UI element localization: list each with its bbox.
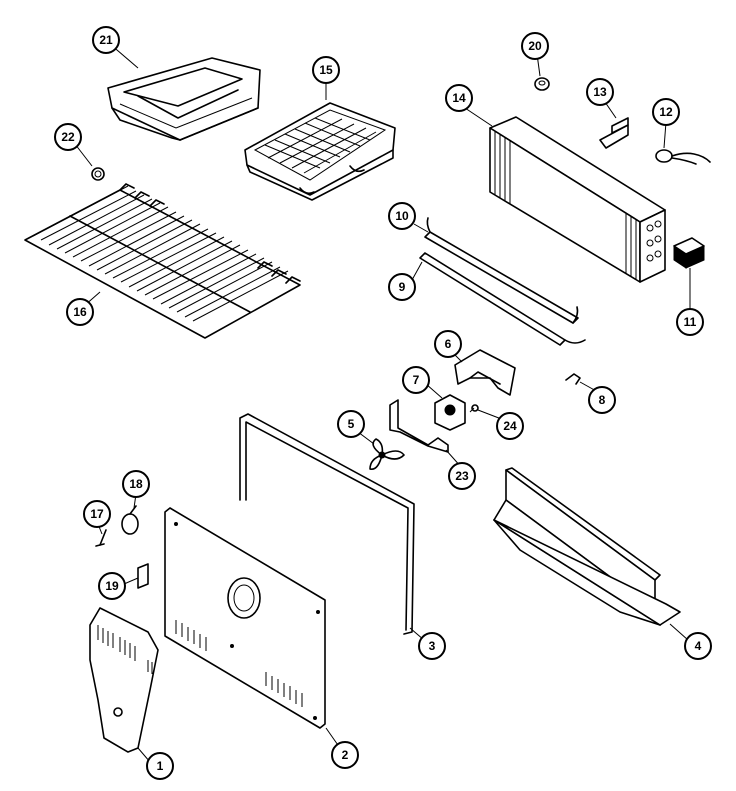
callout-4-label: 4 — [695, 639, 702, 653]
part-14-evaporator — [489, 116, 666, 283]
part-1-grille — [89, 607, 159, 753]
callout-15: 15 — [312, 56, 340, 84]
part-9-heater-rod — [419, 252, 586, 346]
callout-4: 4 — [684, 632, 712, 660]
callout-1-label: 1 — [157, 759, 164, 773]
part-20-grommet — [534, 77, 550, 91]
part-7-fan-motor — [434, 394, 466, 431]
callout-23-label: 23 — [455, 469, 469, 483]
callout-18: 18 — [122, 470, 150, 498]
callout-15-label: 15 — [319, 63, 333, 77]
callout-2-label: 2 — [342, 748, 349, 762]
part-3-gasket — [239, 413, 415, 635]
part-23-bracket — [389, 399, 449, 453]
callout-6: 6 — [434, 330, 462, 358]
part-11-relay — [673, 237, 705, 269]
callout-20-label: 20 — [528, 39, 542, 53]
callout-13-label: 13 — [593, 85, 607, 99]
callout-20: 20 — [521, 32, 549, 60]
callout-7-label: 7 — [413, 373, 420, 387]
callout-8: 8 — [588, 386, 616, 414]
callout-7: 7 — [402, 366, 430, 394]
callout-21: 21 — [92, 26, 120, 54]
part-6-bracket — [454, 349, 516, 396]
callout-3: 3 — [418, 632, 446, 660]
callout-13: 13 — [586, 78, 614, 106]
callout-2: 2 — [331, 741, 359, 769]
callout-16-label: 16 — [73, 305, 87, 319]
callout-19: 19 — [98, 572, 126, 600]
callout-9-label: 9 — [399, 280, 406, 294]
callout-17: 17 — [83, 500, 111, 528]
part-22-knob — [91, 167, 105, 181]
part-16-wire-shelf — [24, 183, 301, 339]
part-21-tray — [107, 57, 261, 141]
callout-22-label: 22 — [61, 130, 75, 144]
callout-3-label: 3 — [429, 639, 436, 653]
part-15-ice-tray — [244, 102, 396, 201]
callout-23: 23 — [448, 462, 476, 490]
callout-9: 9 — [388, 273, 416, 301]
callout-19-label: 19 — [105, 579, 119, 593]
callout-5: 5 — [337, 410, 365, 438]
callout-5-label: 5 — [348, 417, 355, 431]
part-5-fan-blade — [369, 438, 405, 471]
callout-18-label: 18 — [129, 477, 143, 491]
callout-10: 10 — [388, 202, 416, 230]
callout-12: 12 — [652, 98, 680, 126]
callout-24: 24 — [496, 412, 524, 440]
callout-11: 11 — [676, 308, 704, 336]
callout-11-label: 11 — [684, 315, 697, 329]
part-2-panel — [164, 507, 326, 729]
callout-16: 16 — [66, 298, 94, 326]
callout-10-label: 10 — [395, 209, 409, 223]
callout-21-label: 21 — [99, 33, 113, 47]
part-19-block — [137, 563, 149, 589]
callout-24-label: 24 — [503, 419, 517, 433]
part-4-trough — [493, 467, 681, 626]
callout-6-label: 6 — [445, 337, 452, 351]
callout-22: 22 — [54, 123, 82, 151]
part-13-bracket — [599, 117, 629, 149]
part-10-heater — [424, 217, 579, 324]
callout-12-label: 12 — [659, 105, 673, 119]
part-17-screw — [95, 529, 107, 547]
callout-14: 14 — [445, 84, 473, 112]
part-8-clip — [565, 373, 581, 385]
callout-1: 1 — [146, 752, 174, 780]
callout-17-label: 17 — [90, 507, 104, 521]
part-12-thermostat — [655, 149, 711, 165]
callout-14-label: 14 — [452, 91, 466, 105]
part-18-plug — [121, 505, 139, 535]
callout-8-label: 8 — [599, 393, 606, 407]
part-24-screw — [471, 404, 479, 412]
